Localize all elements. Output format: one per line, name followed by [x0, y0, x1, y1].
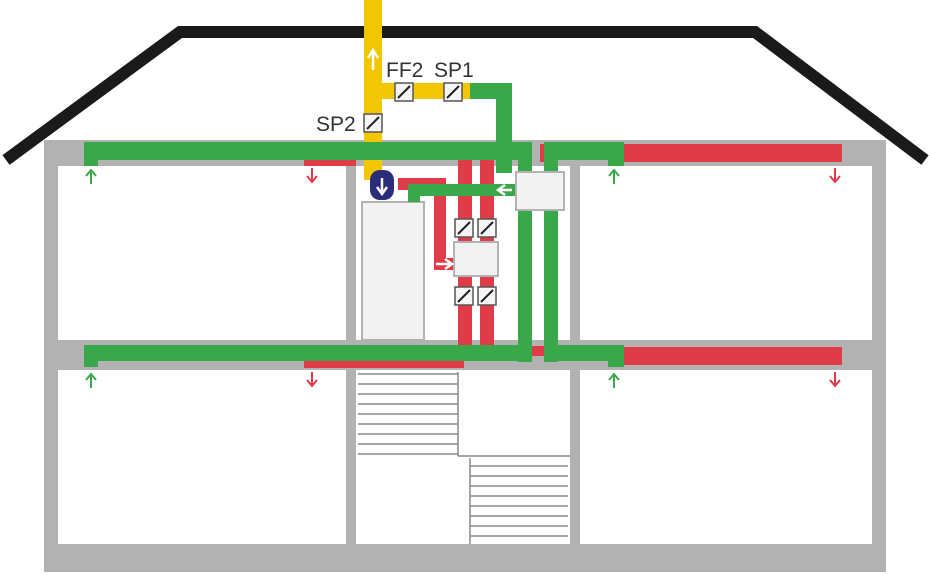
up-arrow-icon: [85, 168, 97, 184]
right-arrow-icon: [436, 257, 455, 271]
down-arrow-icon: [829, 372, 841, 388]
staircase: [358, 372, 570, 544]
down-arrow-icon: [306, 168, 318, 184]
damper-valve-icon: [477, 286, 497, 306]
label-sp1: SP1: [434, 59, 474, 82]
ventilation-unit: [515, 171, 565, 211]
down-arrow-icon: [306, 372, 318, 388]
extract-arrow-group: [306, 168, 841, 388]
up-arrow-icon: [608, 168, 620, 184]
supply-duct-network: [84, 83, 624, 367]
roof-outline: [2, 26, 929, 165]
damper-valve-icon: [443, 82, 463, 102]
room-lower-middle: [356, 370, 570, 544]
down-arrow-icon: [829, 168, 841, 184]
up-arrow-icon: [366, 47, 380, 70]
left-arrow-icon: [495, 183, 512, 197]
heat-exchanger-box: [453, 241, 499, 277]
damper-valve-icon: [454, 218, 474, 238]
damper-valve-icon: [454, 286, 474, 306]
label-ff2: FF2: [386, 59, 423, 82]
label-sp2: SP2: [316, 113, 356, 136]
up-arrow-icon: [85, 372, 97, 388]
room-upper-left: [58, 166, 346, 340]
damper-valve-icon: [477, 218, 497, 238]
up-arrow-icon: [608, 372, 620, 388]
damper-valve-icon: [394, 82, 414, 102]
down-arrow-icon: [375, 178, 389, 197]
boiler-unit: [361, 201, 425, 341]
supply-arrow-group: [85, 168, 620, 388]
room-lower-left: [58, 370, 346, 544]
damper-valve-icon: [363, 113, 383, 133]
room-lower-right: [580, 370, 872, 544]
room-upper-right: [580, 166, 872, 340]
